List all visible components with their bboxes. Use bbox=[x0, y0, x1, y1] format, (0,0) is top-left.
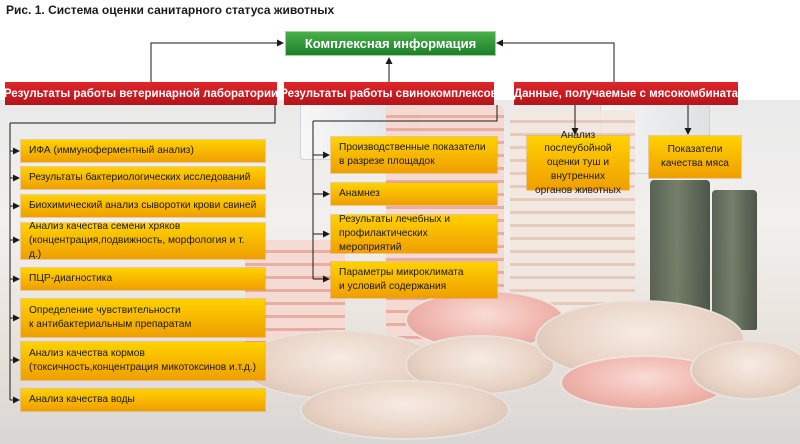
petri-dish bbox=[300, 380, 510, 440]
complex-information-box: Комплексная информация bbox=[285, 31, 496, 56]
pig-farms-header: Результаты работы свинокомплексов bbox=[280, 82, 498, 105]
dark-bottle bbox=[712, 190, 757, 330]
info-box-biochemistry: Биохимический анализ сыворотки крови сви… bbox=[21, 195, 265, 217]
info-box-feed-quality: Анализ качества кормов(токсичность,конце… bbox=[21, 342, 265, 380]
info-box-elisa: ИФА (иммуноферментный анализ) bbox=[21, 140, 265, 162]
info-box-anamnesis: Анамнез bbox=[331, 183, 497, 205]
figure-title: Рис. 1. Система оценки санитарного стату… bbox=[6, 3, 335, 17]
vet-lab-header: Результаты работы ветеринарной лаборатор… bbox=[4, 82, 278, 105]
petri-dish bbox=[690, 340, 800, 400]
info-box-water-quality: Анализ качества воды bbox=[21, 389, 265, 411]
info-box-pcr: ПЦР-диагностика bbox=[21, 268, 265, 290]
info-box-bacteriology: Результаты бактериологических исследован… bbox=[21, 167, 265, 189]
meat-plant-header: Данные, получаемые с мясокомбината bbox=[514, 82, 738, 105]
info-box-semen-quality: Анализ качества семени хряков(концентрац… bbox=[21, 221, 265, 260]
